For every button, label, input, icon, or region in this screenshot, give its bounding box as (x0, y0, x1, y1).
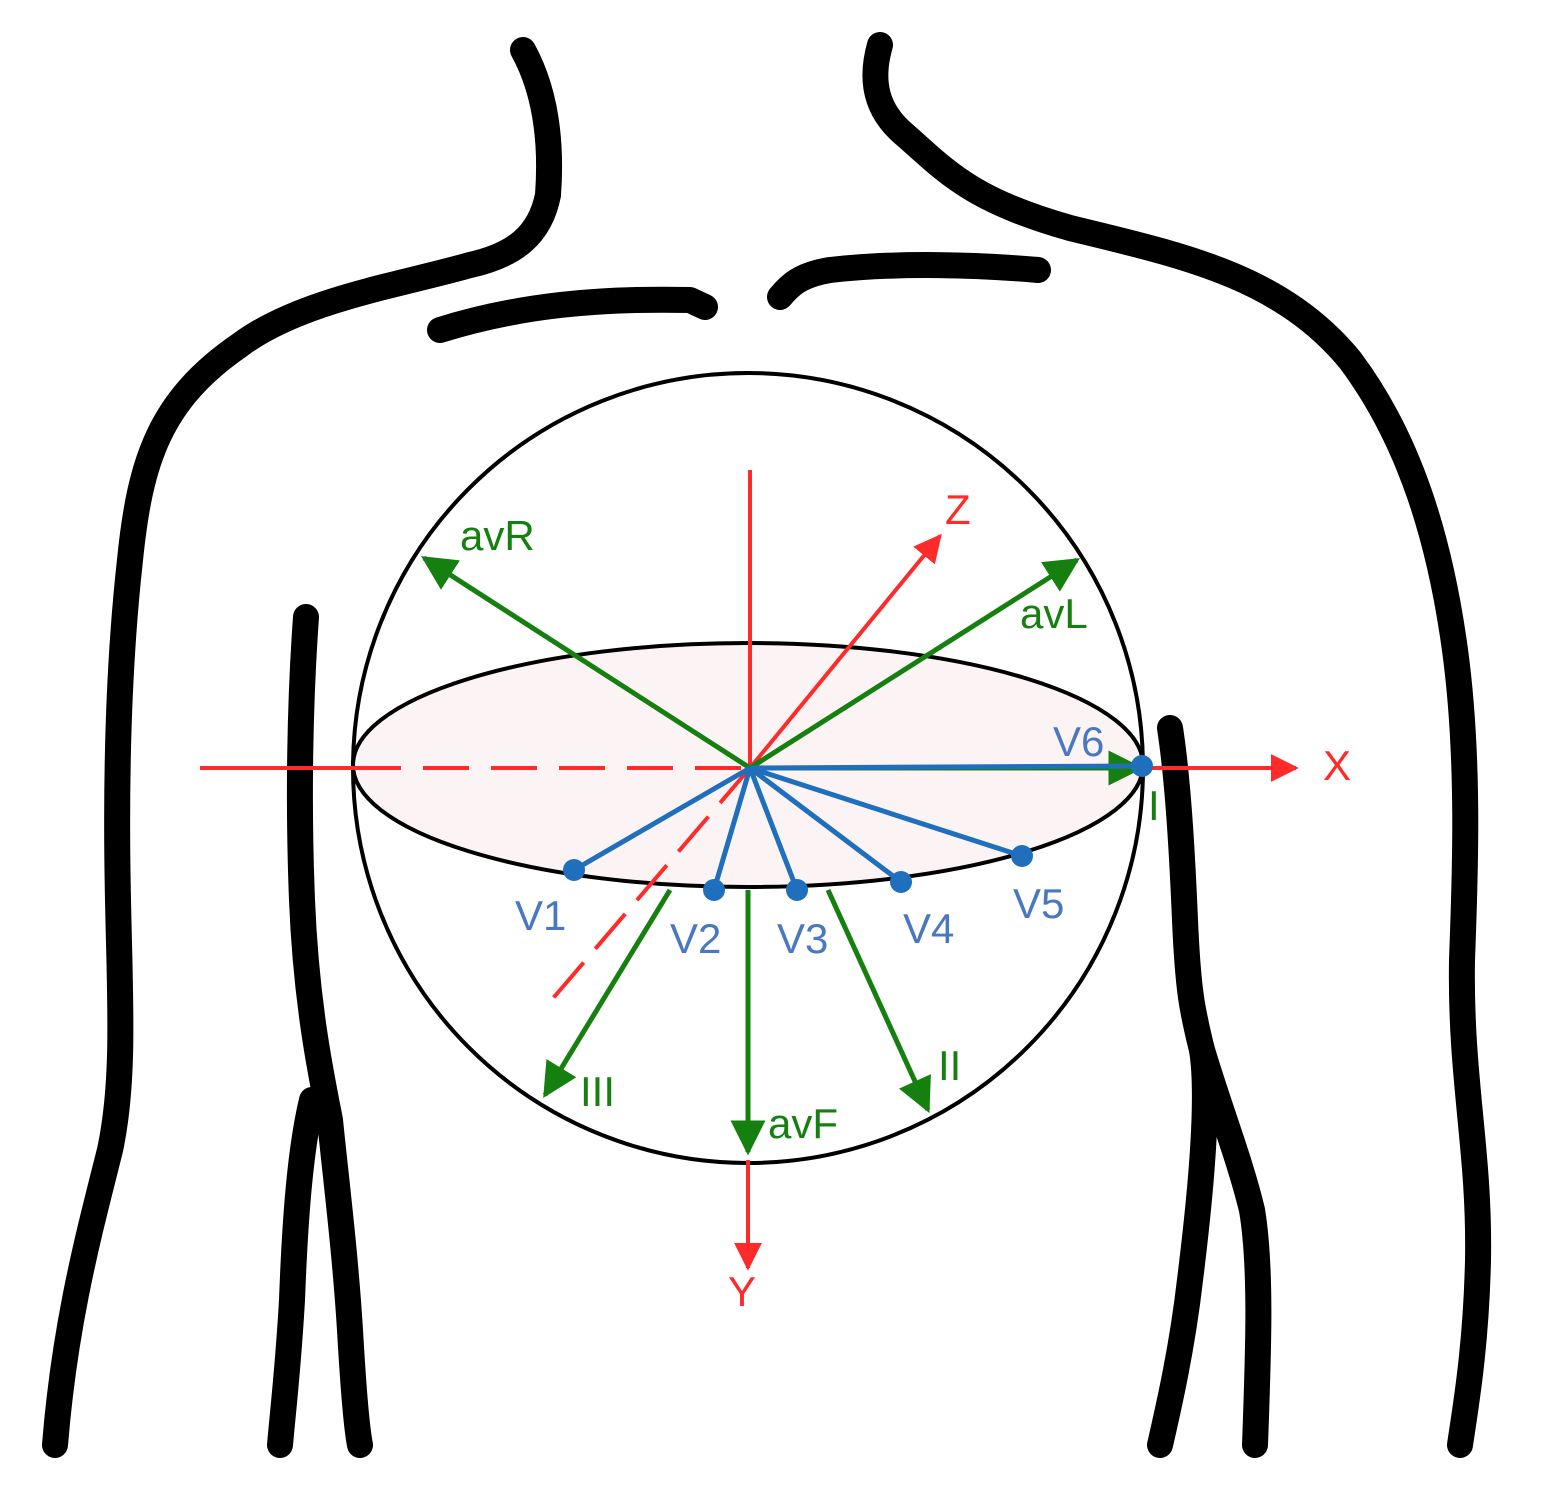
neck-left-line (42, 37, 563, 1458)
coordinate-axes (200, 470, 1299, 1271)
clavicle-right (767, 252, 1051, 310)
z-axis-dashed-line (541, 766, 752, 1012)
lead-ii-label: II (938, 1042, 961, 1089)
lead-v4-line (748, 766, 903, 884)
lead-v3-point (786, 879, 808, 901)
precordial-lead-points (563, 755, 1153, 901)
neck-right-line (862, 32, 1492, 1458)
lead-v2-line (711, 767, 753, 891)
limb-lead-labels: avR avL I II III avF (460, 512, 1160, 1147)
clavicle-left (427, 286, 718, 343)
lead-v6-point (1131, 755, 1153, 777)
arm-left-inner-line (286, 604, 373, 1458)
lead-v6-line (749, 763, 1143, 771)
lead-v1-point (563, 859, 585, 881)
lead-iii-label: III (580, 1068, 615, 1115)
lead-v3-line (747, 767, 800, 891)
lead-v4-label: V4 (903, 905, 954, 952)
lead-avf-label: avF (768, 1100, 838, 1147)
lead-v1-label: V1 (515, 892, 566, 939)
lead-avr-label: avR (460, 512, 535, 559)
lead-iii-arrow (542, 888, 673, 1098)
lead-i-label: I (1148, 782, 1160, 829)
arm-right-edge-line (1189, 1037, 1272, 1458)
z-axis-arrow (748, 533, 942, 770)
axis-labels: X Y Z (728, 486, 1351, 1315)
lead-avr-arrow (421, 555, 752, 771)
lead-v5-point (1011, 845, 1033, 867)
precordial-lead-labels: V1 V2 V3 V4 V5 V6 (515, 718, 1104, 962)
lead-avl-arrow (748, 557, 1080, 771)
axis-z-label: Z (945, 486, 971, 533)
axis-y-label: Y (728, 1268, 756, 1315)
lead-v2-label: V2 (670, 915, 721, 962)
lead-v3-label: V3 (777, 915, 828, 962)
lead-v5-label: V5 (1013, 880, 1064, 927)
lead-v6-label: V6 (1053, 718, 1104, 765)
lead-v5-line (749, 765, 1023, 859)
lead-ii-arrow (825, 888, 931, 1114)
arm-left-edge-line (267, 1087, 325, 1458)
lead-v2-point (703, 879, 725, 901)
arm-right-inner-line (1147, 715, 1218, 1458)
lead-v1-line (572, 765, 752, 873)
precordial-lead-vectors (572, 763, 1143, 891)
torso-outline (42, 32, 1492, 1458)
lead-v4-point (890, 871, 912, 893)
axis-x-label: X (1323, 742, 1351, 789)
lead-avl-label: avL (1020, 590, 1088, 637)
